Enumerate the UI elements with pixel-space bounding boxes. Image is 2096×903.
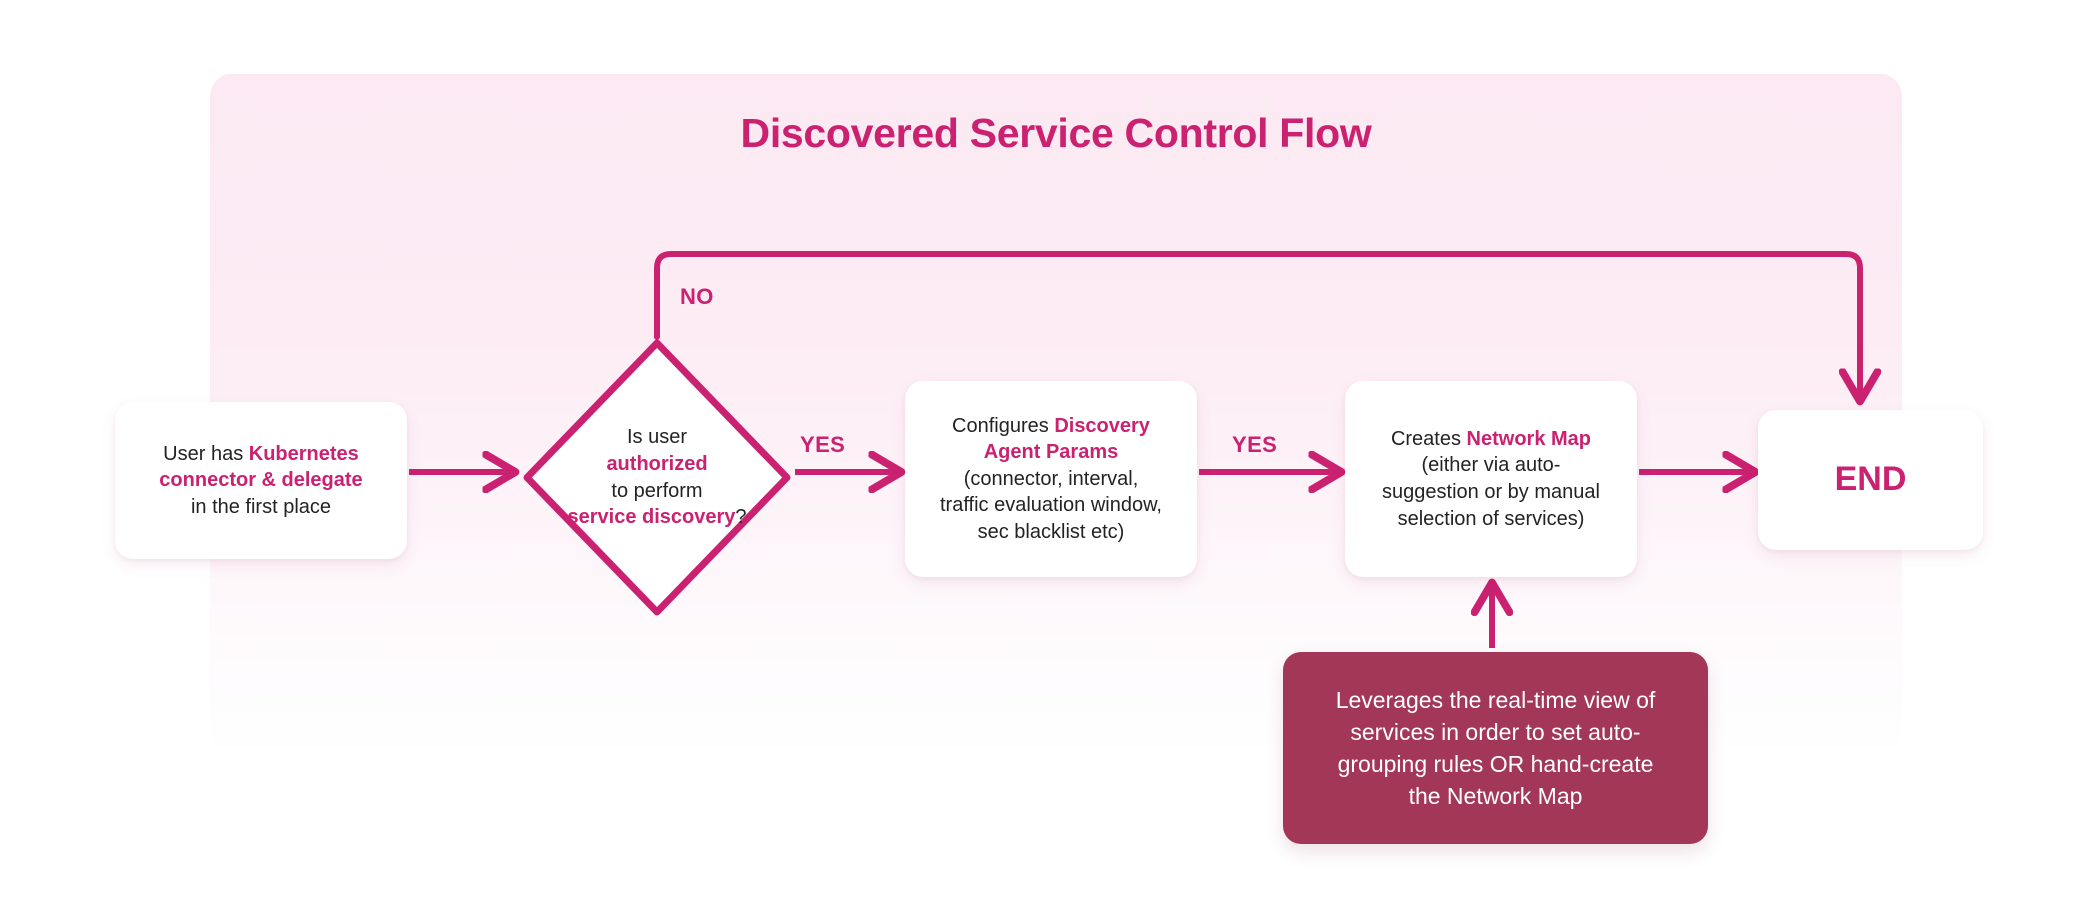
edge-label-yes-2: YES	[1232, 432, 1278, 457]
node-params-line4-plain: traffic evaluation window,	[940, 494, 1162, 517]
node-netmap-line1-plain: Creates	[1390, 427, 1467, 450]
node-decision-line3-plain: to perform	[611, 479, 703, 502]
node-params-text: Configures Discovery Agent Params (conne…	[930, 413, 1172, 546]
node-decision-line4-highlight: service discovery	[567, 506, 736, 529]
edge-label-yes-1: YES	[800, 432, 846, 457]
node-start[interactable]: User has Kubernetes connector & delegate…	[115, 402, 407, 559]
node-start-line1-highlight: Kubernetes	[248, 442, 359, 465]
node-decision-line2-highlight: authorized	[606, 452, 708, 475]
node-decision-line4-suffix: ?	[735, 506, 747, 529]
node-params-line3-plain: (connector, interval,	[963, 467, 1139, 490]
callout-line2: services in order to set auto-	[1350, 718, 1641, 745]
node-netmap-text: Creates Network Map (either via auto- su…	[1368, 426, 1614, 532]
node-end-label: END	[1834, 460, 1907, 499]
node-discovery-agent-params[interactable]: Configures Discovery Agent Params (conne…	[905, 381, 1197, 577]
callout-line4: the Network Map	[1408, 783, 1583, 810]
node-netmap-line3-plain: suggestion or by manual	[1382, 481, 1600, 503]
node-decision-line1-plain: Is user	[626, 426, 688, 449]
node-params-line1-highlight: Discovery	[1054, 414, 1150, 437]
node-decision[interactable]: Is user authorized to perform service di…	[521, 337, 793, 618]
node-params-line5-plain: sec blacklist etc)	[977, 520, 1125, 543]
node-start-line2-highlight: connector & delegate	[159, 469, 363, 492]
callout-leverages-real-time-view[interactable]: Leverages the real-time view of services…	[1283, 652, 1708, 844]
node-start-line3-plain: in the first place	[190, 495, 332, 518]
edge-label-no: NO	[680, 284, 714, 309]
node-netmap-line2-plain: (either via auto-	[1421, 454, 1561, 477]
node-start-line1-plain: User has	[163, 442, 249, 465]
node-decision-text: Is user authorized to perform service di…	[521, 337, 793, 618]
node-params-line2-highlight: Agent Params	[983, 441, 1119, 464]
node-creates-network-map[interactable]: Creates Network Map (either via auto- su…	[1345, 381, 1637, 577]
page-title: Discovered Service Control Flow	[740, 110, 1372, 156]
callout-text: Leverages the real-time view of services…	[1314, 684, 1678, 813]
node-netmap-line1-highlight: Network Map	[1466, 427, 1592, 450]
callout-line3: grouping rules OR hand-create	[1337, 751, 1654, 777]
callout-line1: Leverages the real-time view of	[1335, 686, 1656, 713]
node-start-text: User has Kubernetes connector & delegate…	[145, 441, 376, 521]
node-end[interactable]: END	[1758, 410, 1983, 550]
node-netmap-line4-plain: selection of services)	[1397, 507, 1585, 530]
node-params-line1-plain: Configures	[952, 414, 1055, 437]
diamond-shape	[523, 339, 791, 616]
